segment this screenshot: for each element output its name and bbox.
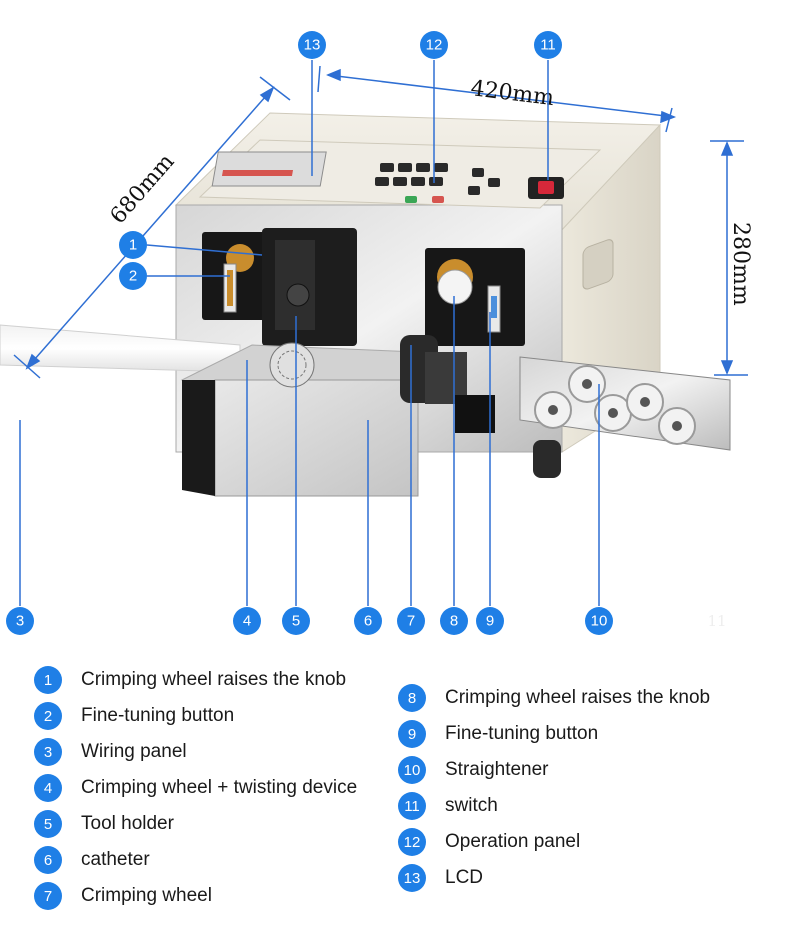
callout-badge: 10 xyxy=(585,607,613,635)
legend-number-badge: 13 xyxy=(398,864,426,892)
machine-diagram: 420mm 680mm 280mm 1 2 3 4 5 xyxy=(0,31,753,635)
legend-item: 5 Tool holder xyxy=(34,806,357,842)
legend-number-badge: 7 xyxy=(34,882,62,910)
svg-text:3: 3 xyxy=(16,613,24,630)
legend-item: 4 Crimping wheel + twisting device xyxy=(34,770,357,806)
legend-item: 10 Straightener xyxy=(398,752,710,788)
callout-badge: 7 xyxy=(397,607,425,635)
legend-item: 2 Fine-tuning button xyxy=(34,698,357,734)
legend-number-badge: 11 xyxy=(398,792,426,820)
callout-badge: 11 xyxy=(534,31,562,59)
right-knob-panel xyxy=(425,248,525,346)
callout-badge: 5 xyxy=(282,607,310,635)
callout-badge: 4 xyxy=(233,607,261,635)
legend-label: Crimping wheel raises the knob xyxy=(445,687,711,708)
height-dimension xyxy=(710,140,748,376)
callout-badge: 9 xyxy=(476,607,504,635)
legend-number-badge: 4 xyxy=(34,774,62,802)
height-dimension-label: 280mm xyxy=(728,222,753,306)
tool-holder xyxy=(262,228,357,346)
callout-badge: 3 xyxy=(6,607,34,635)
callout-badges: 1 2 3 4 5 6 7 8 9 10 11 12 13 11 xyxy=(6,31,727,635)
legend-item: 3 Wiring panel xyxy=(34,734,357,770)
straightener xyxy=(519,356,731,451)
callout-badge: 1 xyxy=(119,231,147,259)
legend-label: Operation panel xyxy=(445,831,581,852)
legend-label: Crimping wheel + twisting device xyxy=(81,777,358,798)
legend-item: 6 catheter xyxy=(34,842,357,878)
legend-label: Crimping wheel xyxy=(81,885,212,906)
faint-callout-label: 11 xyxy=(707,612,726,630)
svg-text:4: 4 xyxy=(243,613,251,630)
legend-label: LCD xyxy=(445,867,484,888)
width-dimension xyxy=(317,65,677,133)
svg-text:1: 1 xyxy=(129,237,137,254)
legend-label: switch xyxy=(445,795,498,816)
callout-badge: 12 xyxy=(420,31,448,59)
legend-item: 1 Crimping wheel raises the knob xyxy=(34,662,357,698)
svg-text:7: 7 xyxy=(407,613,415,630)
legend-label: Fine-tuning button xyxy=(445,723,599,744)
fan-icon xyxy=(269,342,315,388)
legend-number-badge: 3 xyxy=(34,738,62,766)
operation-panel xyxy=(198,139,602,209)
legend-label: Crimping wheel raises the knob xyxy=(81,669,347,690)
svg-text:8: 8 xyxy=(450,613,458,630)
svg-text:12: 12 xyxy=(426,37,443,54)
depth-dimension xyxy=(13,76,291,379)
svg-text:2: 2 xyxy=(129,268,137,285)
legend-item: 7 Crimping wheel xyxy=(34,878,357,914)
legend-number-badge: 2 xyxy=(34,702,62,730)
legend-label: Straightener xyxy=(445,759,549,780)
callout-badge: 6 xyxy=(354,607,382,635)
legend-label: Wiring panel xyxy=(81,741,187,762)
svg-text:5: 5 xyxy=(292,613,300,630)
legend-label: catheter xyxy=(81,849,150,870)
legend-right: 8 Crimping wheel raises the knob 9 Fine-tu… xyxy=(398,680,710,896)
legend-number-badge: 5 xyxy=(34,810,62,838)
callout-badge: 2 xyxy=(119,262,147,290)
legend-label: Tool holder xyxy=(81,813,174,834)
legend-item: 13 LCD xyxy=(398,860,710,896)
legend-item: 12 Operation panel xyxy=(398,824,710,860)
svg-text:13: 13 xyxy=(304,37,321,54)
depth-dimension-label: 680mm xyxy=(106,149,180,229)
svg-text:11: 11 xyxy=(540,37,556,54)
legend-left: 1 Crimping wheel raises the knob 2 Fine-tu… xyxy=(34,662,357,914)
keypad xyxy=(375,163,500,203)
width-dimension-label: 420mm xyxy=(469,76,555,111)
legend-item: 11 switch xyxy=(398,788,710,824)
crimping-wheel xyxy=(400,335,561,478)
legend-number-badge: 6 xyxy=(34,846,62,874)
legend-number-badge: 9 xyxy=(398,720,426,748)
legend-number-badge: 10 xyxy=(398,756,426,784)
legend-number-badge: 12 xyxy=(398,828,426,856)
callout-badge: 13 xyxy=(298,31,326,59)
legend-item: 8 Crimping wheel raises the knob xyxy=(398,680,710,716)
legend-item: 9 Fine-tuning button xyxy=(398,716,710,752)
leader-lines xyxy=(19,60,600,606)
svg-text:10: 10 xyxy=(591,613,608,630)
lcd-screen xyxy=(211,151,327,187)
callout-badge: 8 xyxy=(440,607,468,635)
twisting-device xyxy=(180,342,419,497)
svg-text:6: 6 xyxy=(364,613,372,630)
legend-label: Fine-tuning button xyxy=(81,705,235,726)
svg-text:9: 9 xyxy=(486,613,494,630)
legend-number-badge: 1 xyxy=(34,666,62,694)
legend-number-badge: 8 xyxy=(398,684,426,712)
